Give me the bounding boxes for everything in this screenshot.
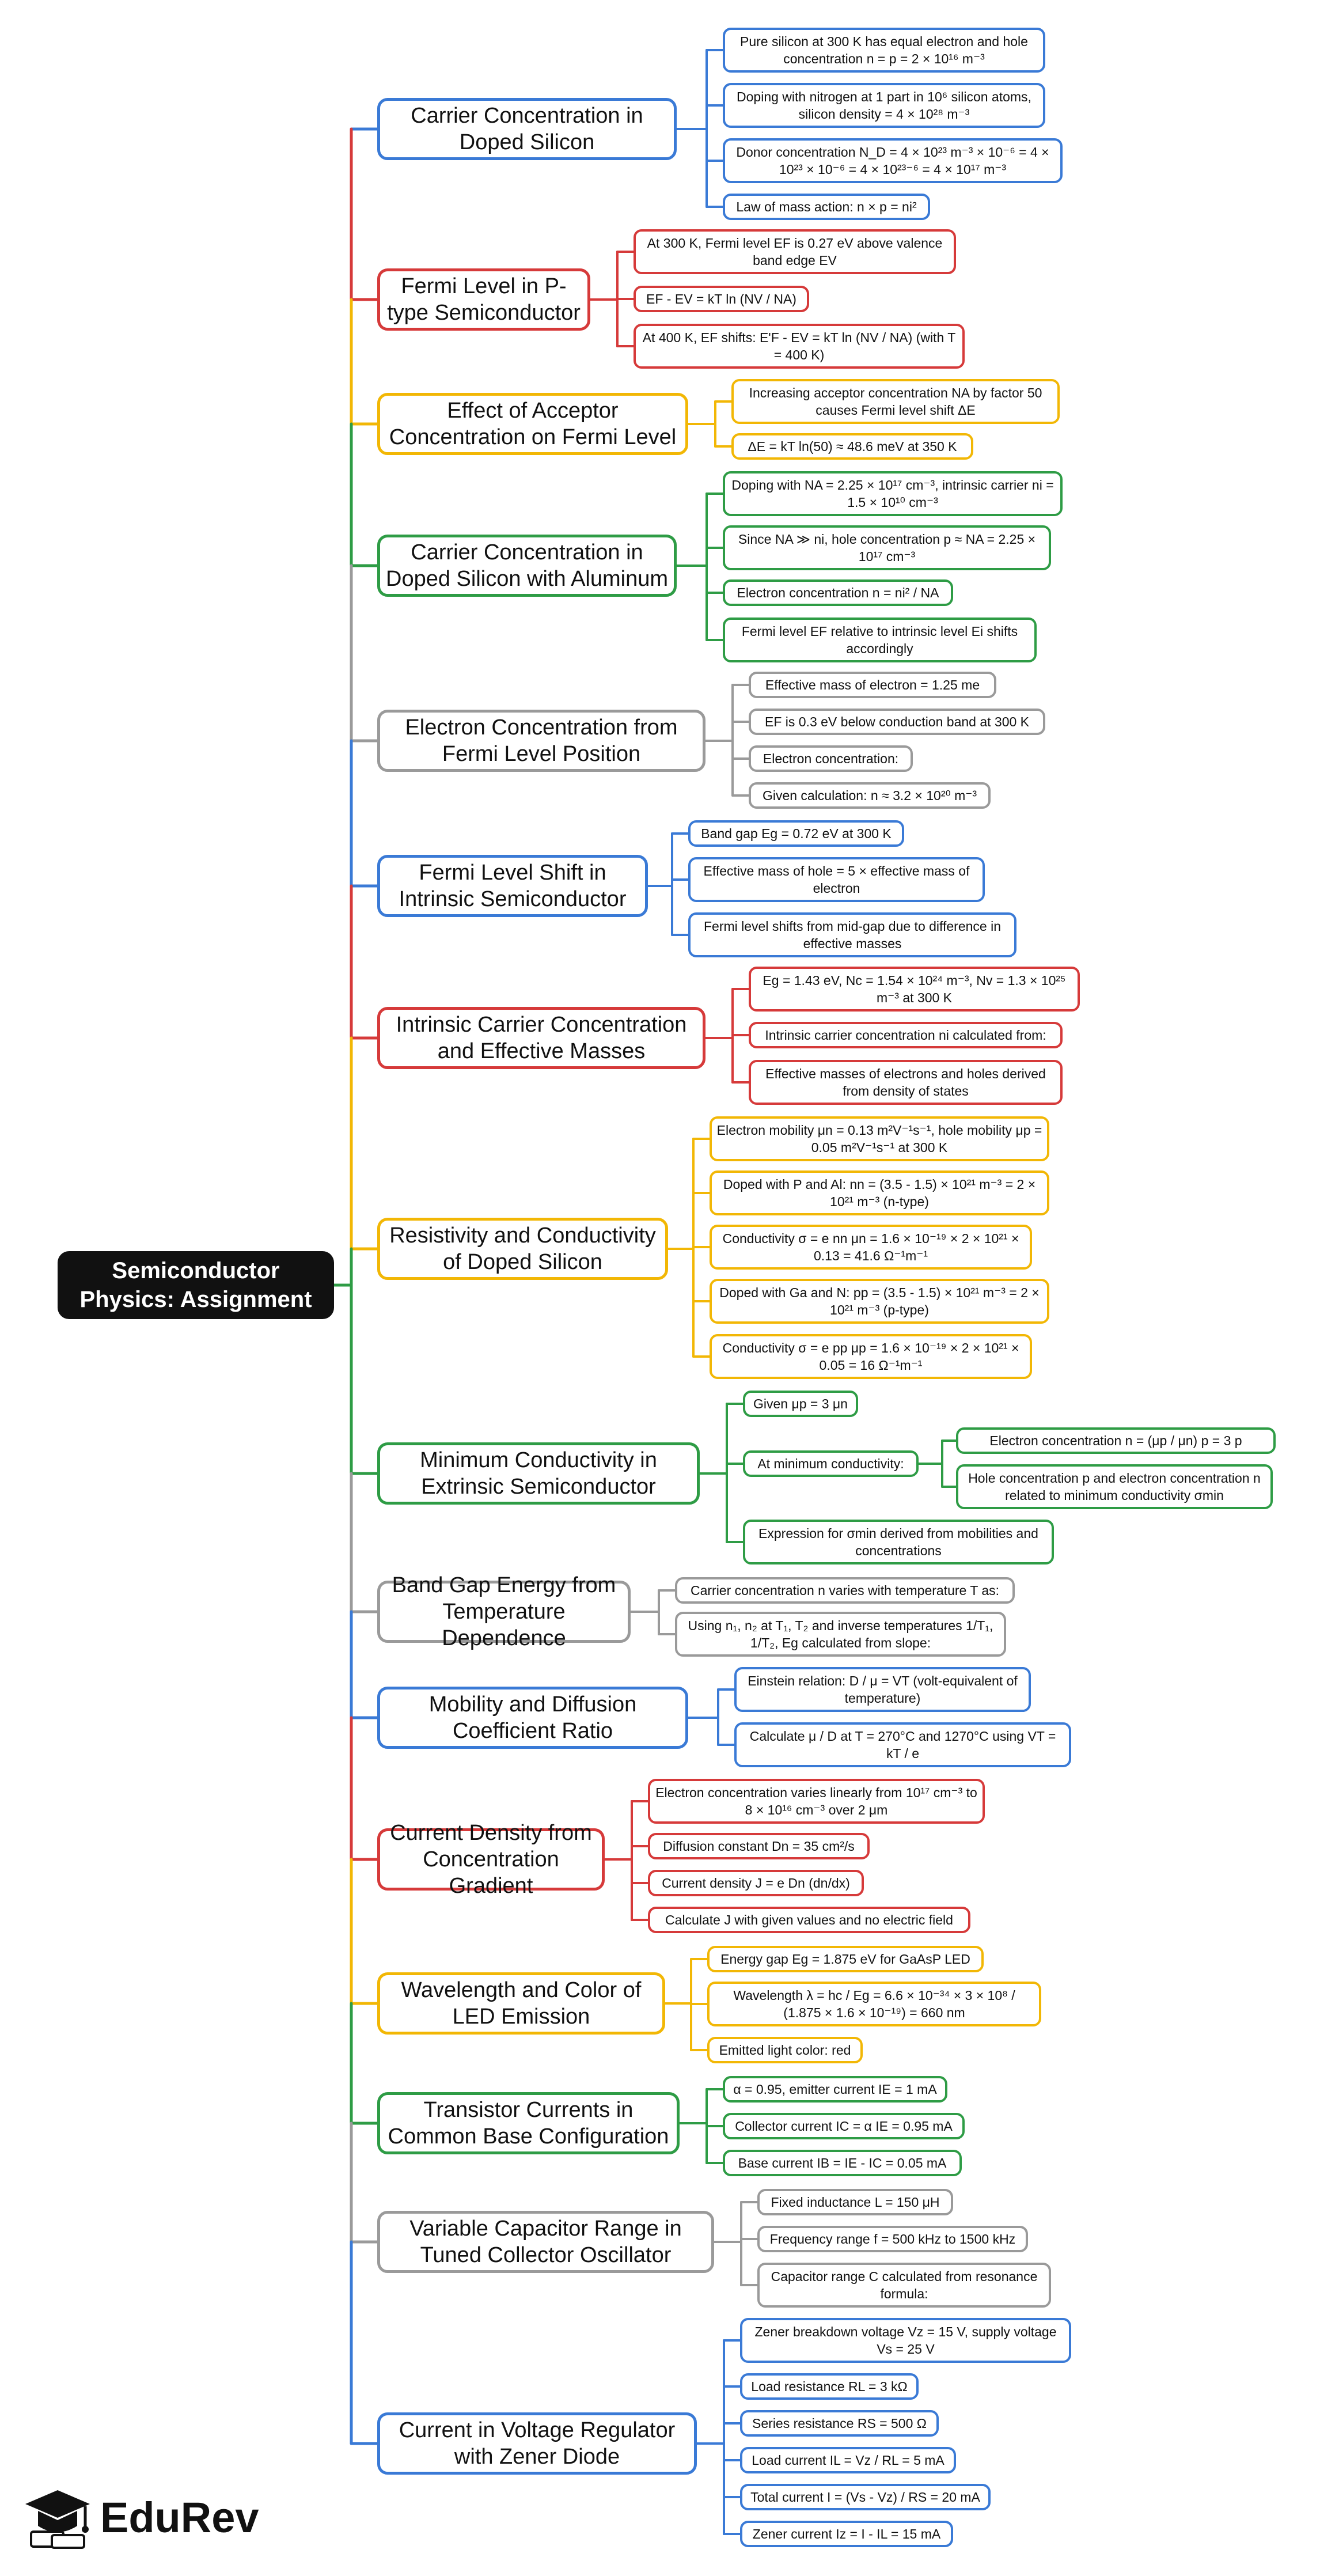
leaf: Carrier concentration n varies with temp… [675, 1577, 1015, 1604]
topic-variable-capacitor: Variable Capacitor Range in Tuned Collec… [377, 2211, 714, 2273]
leaf: Load current IL = Vz / RL = 5 mA [740, 2447, 956, 2473]
topic-minimum-conductivity: Minimum Conductivity in Extrinsic Semico… [377, 1442, 700, 1505]
leaf: Increasing acceptor concentration NA by … [731, 379, 1060, 424]
leaf: ΔE = kT ln(50) ≈ 48.6 meV at 350 K [731, 433, 973, 460]
leaf: Conductivity σ = e nn μn = 1.6 × 10⁻¹⁹ ×… [710, 1225, 1032, 1270]
leaf: Eg = 1.43 eV, Nc = 1.54 × 10²⁴ m⁻³, Nv =… [749, 967, 1080, 1012]
leaf: α = 0.95, emitter current IE = 1 mA [723, 2076, 947, 2103]
leaf: Expression for σmin derived from mobilit… [743, 1520, 1054, 1564]
leaf: Band gap Eg = 0.72 eV at 300 K [688, 820, 904, 847]
leaf: Doped with Ga and N: pp = (3.5 - 1.5) × … [710, 1279, 1049, 1324]
topic-acceptor-concentration-fermi: Effect of Acceptor Concentration on Ferm… [377, 393, 688, 455]
sub-leaf: Hole concentration p and electron concen… [956, 1464, 1273, 1509]
leaf: Total current I = (Vs - Vz) / RS = 20 mA [740, 2484, 991, 2510]
leaf: Conductivity σ = e pp μp = 1.6 × 10⁻¹⁹ ×… [710, 1334, 1032, 1379]
leaf: Effective mass of hole = 5 × effective m… [688, 857, 985, 902]
leaf: Calculate μ / D at T = 270°C and 1270°C … [734, 1722, 1071, 1767]
topic-fermi-level-p-type: Fermi Level in P-type Semiconductor [377, 268, 590, 331]
leaf: Given μp = 3 μn [743, 1391, 858, 1417]
leaf: At 300 K, Fermi level EF is 0.27 eV abov… [634, 229, 956, 274]
leaf: Wavelength λ = hc / Eg = 6.6 × 10⁻³⁴ × 3… [707, 1982, 1041, 2026]
leaf: Diffusion constant Dn = 35 cm²/s [648, 1833, 870, 1859]
edurev-logo: EduRev [23, 2483, 265, 2552]
leaf: Doping with NA = 2.25 × 10¹⁷ cm⁻³, intri… [723, 471, 1063, 516]
topic-resistivity-conductivity: Resistivity and Conductivity of Doped Si… [377, 1218, 668, 1280]
brand-name: EduRev [100, 2493, 259, 2541]
leaf: Current density J = e Dn (dn/dx) [648, 1870, 864, 1896]
topic-mobility-diffusion-ratio: Mobility and Diffusion Coefficient Ratio [377, 1687, 688, 1749]
leaf: Pure silicon at 300 K has equal electron… [723, 28, 1045, 73]
leaf: Energy gap Eg = 1.875 eV for GaAsP LED [707, 1946, 984, 1972]
leaf: Capacitor range C calculated from resona… [757, 2263, 1051, 2308]
leaf: Using n₁, n₂ at T₁, T₂ and inverse tempe… [675, 1612, 1006, 1657]
leaf: Intrinsic carrier concentration ni calcu… [749, 1022, 1063, 1048]
leaf: Donor concentration N_D = 4 × 10²³ m⁻³ ×… [723, 138, 1063, 183]
topic-fermi-level-shift-intrinsic: Fermi Level Shift in Intrinsic Semicondu… [377, 855, 648, 917]
leaf: Effective masses of electrons and holes … [749, 1060, 1063, 1105]
leaf: Fermi level EF relative to intrinsic lev… [723, 618, 1037, 662]
leaf: Einstein relation: D / μ = VT (volt-equi… [734, 1667, 1031, 1712]
topic-electron-concentration-fermi: Electron Concentration from Fermi Level … [377, 710, 705, 772]
leaf: EF - EV = kT ln (NV / NA) [634, 286, 809, 312]
leaf: At 400 K, EF shifts: E'F - EV = kT ln (N… [634, 324, 965, 369]
leaf: Effective mass of electron = 1.25 me [749, 672, 996, 698]
topic-carrier-concentration-doped-silicon: Carrier Concentration in Doped Silicon [377, 98, 677, 160]
leaf: At minimum conductivity: [743, 1450, 919, 1477]
leaf: Zener current Iz = I - IL = 15 mA [740, 2521, 953, 2547]
leaf: Doping with nitrogen at 1 part in 10⁶ si… [723, 83, 1045, 128]
topic-transistor-currents: Transistor Currents in Common Base Confi… [377, 2092, 680, 2154]
leaf: Doped with P and Al: nn = (3.5 - 1.5) × … [710, 1170, 1049, 1215]
graduation-cap-icon [25, 2490, 90, 2549]
leaf: Frequency range f = 500 kHz to 1500 kHz [757, 2226, 1028, 2252]
leaf: Electron concentration varies linearly f… [648, 1779, 985, 1824]
topic-zener-regulator: Current in Voltage Regulator with Zener … [377, 2412, 697, 2475]
topic-current-density-gradient: Current Density from Concentration Gradi… [377, 1821, 605, 1898]
leaf: Fixed inductance L = 150 μH [757, 2189, 953, 2215]
topic-intrinsic-carrier-effective-masses: Intrinsic Carrier Concentration and Effe… [377, 1007, 705, 1069]
leaf: Zener breakdown voltage Vz = 15 V, suppl… [740, 2318, 1071, 2363]
leaf: Emitted light color: red [707, 2037, 863, 2063]
topic-carrier-concentration-aluminum: Carrier Concentration in Doped Silicon w… [377, 535, 677, 597]
leaf: EF is 0.3 eV below conduction band at 30… [749, 709, 1045, 735]
leaf: Calculate J with given values and no ele… [648, 1907, 970, 1933]
leaf: Electron mobility μn = 0.13 m²V⁻¹s⁻¹, ho… [710, 1116, 1049, 1161]
leaf: Series resistance RS = 500 Ω [740, 2410, 939, 2437]
leaf: Load resistance RL = 3 kΩ [740, 2373, 919, 2400]
sub-leaf: Electron concentration n = (μp / μn) p =… [956, 1427, 1276, 1454]
topic-band-gap-temperature: Band Gap Energy from Temperature Depende… [377, 1573, 631, 1650]
leaf: Base current IB = IE - IC = 0.05 mA [723, 2150, 962, 2176]
leaf: Electron concentration n = ni² / NA [723, 579, 953, 606]
root-node: Semiconductor Physics: Assignment [58, 1251, 334, 1319]
topic-led-wavelength-color: Wavelength and Color of LED Emission [377, 1972, 665, 2035]
leaf: Law of mass action: n × p = ni² [723, 194, 930, 220]
leaf: Given calculation: n ≈ 3.2 × 10²⁰ m⁻³ [749, 782, 991, 809]
leaf: Collector current IC = α IE = 0.95 mA [723, 2113, 965, 2139]
leaf: Since NA ≫ ni, hole concentration p ≈ NA… [723, 525, 1051, 570]
leaf: Electron concentration: [749, 745, 913, 772]
leaf: Fermi level shifts from mid-gap due to d… [688, 912, 1016, 957]
